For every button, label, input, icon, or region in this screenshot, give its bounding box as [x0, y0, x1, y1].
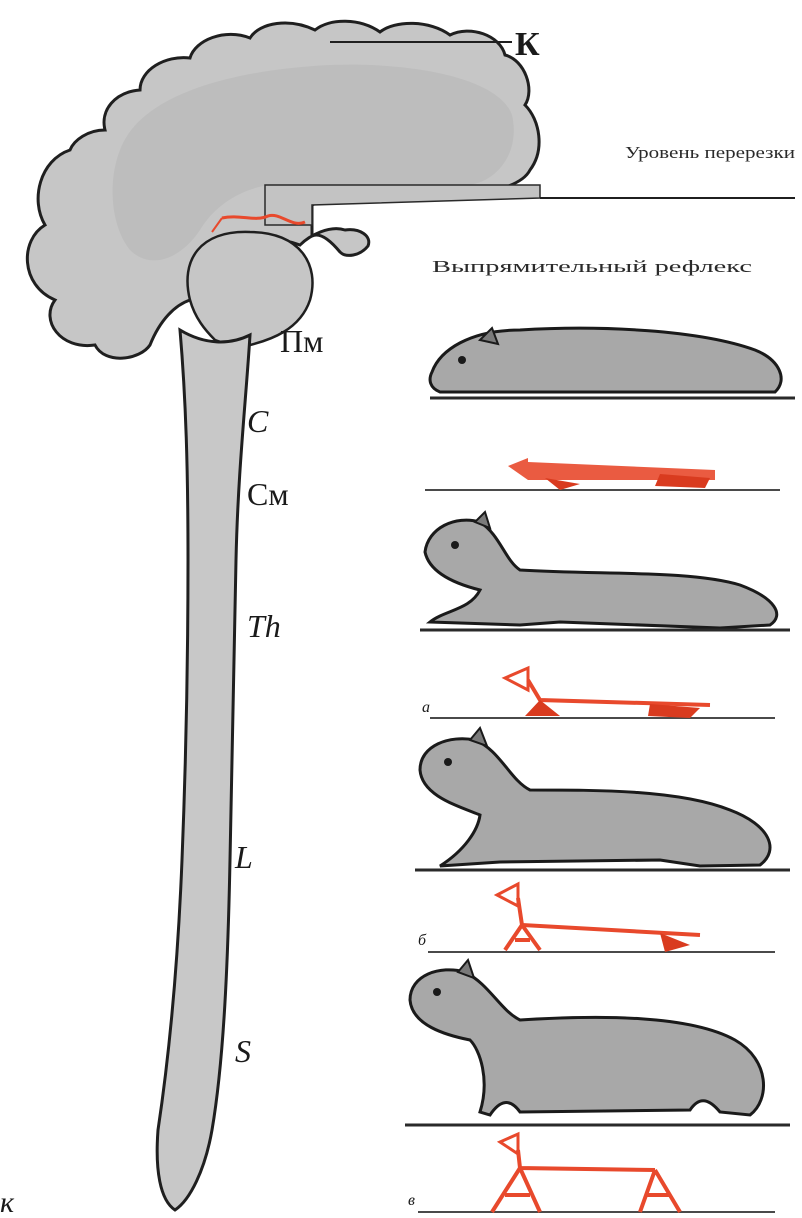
- label-level-c: С: [247, 403, 269, 439]
- label-cortex: К: [515, 26, 540, 63]
- animal-lying-eye: [458, 356, 466, 364]
- label-thoracic: Th: [247, 608, 281, 644]
- label-midbrain: Пм: [280, 323, 323, 359]
- section-level-annotation: Уровень перерезки: [625, 143, 795, 162]
- animal-standing: [405, 960, 790, 1125]
- label-corner: к: [0, 1186, 15, 1218]
- section-plane-box: [265, 185, 540, 225]
- section-level-text: Уровень перерезки: [625, 143, 795, 162]
- animal-front-standing: [415, 728, 790, 870]
- diagram-2-spine: [528, 680, 710, 705]
- diagram-2-head: [505, 668, 528, 690]
- animal-front-standing-body: [420, 739, 770, 866]
- spinal-cord: [157, 330, 250, 1210]
- animal-head-raised-body: [425, 520, 777, 628]
- animal-lying: [430, 328, 795, 398]
- diagram-3-marker: б: [418, 932, 427, 949]
- reflex-diagram-1: [425, 458, 780, 490]
- label-sacral: S: [235, 1033, 251, 1069]
- diagram-3-front-leg: [505, 925, 540, 950]
- label-lumbar: L: [234, 839, 253, 875]
- animal-standing-body: [410, 970, 764, 1115]
- reflex-diagram-2: а: [422, 668, 775, 718]
- animal-front-standing-eye: [444, 758, 452, 766]
- diagram-4-back-leg: [640, 1170, 680, 1212]
- diagram-3-spine: [518, 898, 700, 935]
- reflex-diagram-4: в: [408, 1134, 775, 1212]
- animal-head-raised: [420, 512, 790, 630]
- animal-head-raised-eye: [451, 541, 459, 549]
- straightening-reflex-text: Выпрямительный рефлекс: [432, 257, 753, 276]
- diagram-4-marker: в: [408, 1192, 415, 1209]
- diagram-4-front-leg: [492, 1168, 540, 1212]
- label-cerebellum: См: [247, 476, 289, 512]
- diagram-2-marker: а: [422, 699, 430, 716]
- reflex-diagram-3: б: [418, 884, 775, 952]
- diagram-4-spine: [518, 1150, 655, 1170]
- diagram-3-head: [497, 884, 518, 906]
- diagram-4-head: [500, 1134, 518, 1154]
- straightening-reflex-annotation: Выпрямительный рефлекс: [432, 257, 753, 276]
- animal-standing-eye: [433, 988, 441, 996]
